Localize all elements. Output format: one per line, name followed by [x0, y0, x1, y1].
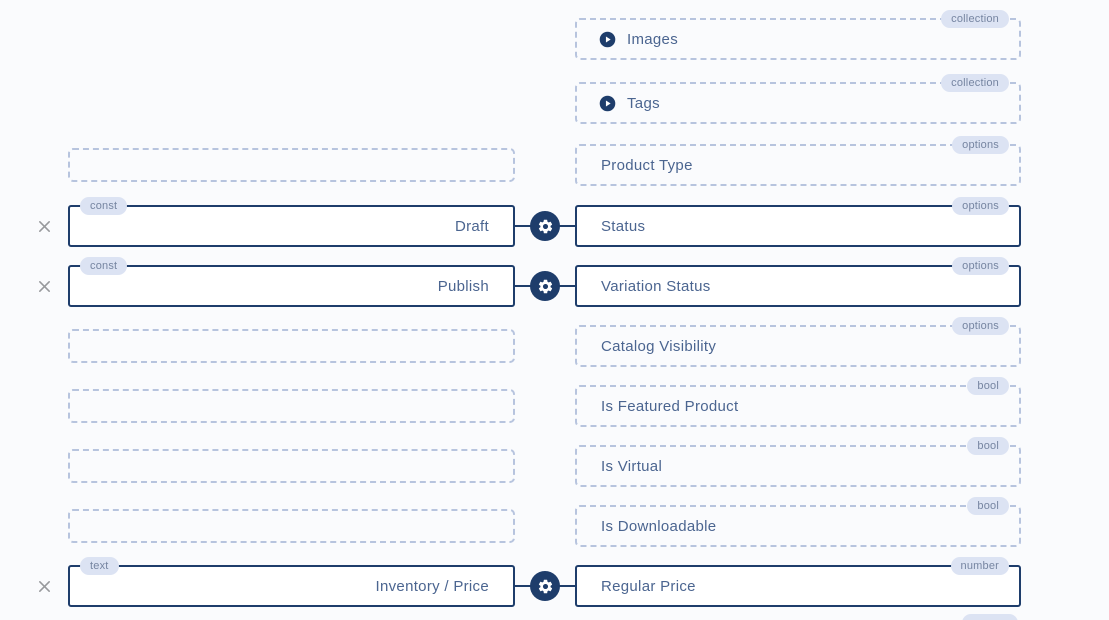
target-field-label: Images — [627, 30, 678, 48]
gear-button[interactable] — [530, 271, 560, 301]
target-field-regular-price[interactable]: Regular Price number — [575, 557, 1021, 607]
target-field-product-type[interactable]: Product Type options — [575, 136, 1021, 186]
mapping-row: Images collection — [0, 10, 1109, 66]
gear-icon — [538, 279, 552, 293]
mapping-row: const Draft Status options — [0, 197, 1109, 253]
mapping-row: text Inventory / Price Regular Price num… — [0, 557, 1109, 613]
source-type-badge: const — [80, 197, 128, 215]
target-field-label: Catalog Visibility — [601, 337, 717, 355]
field-type-badge: collection — [941, 74, 1009, 92]
source-value-box[interactable]: const Draft — [68, 197, 515, 247]
source-value-box[interactable]: const Publish — [68, 257, 515, 307]
target-field-status[interactable]: Status options — [575, 197, 1021, 247]
next-row-badge-partial — [962, 614, 1018, 620]
target-field-label: Product Type — [601, 156, 693, 174]
source-drop-zone[interactable] — [68, 449, 515, 483]
field-type-badge: options — [952, 317, 1009, 335]
target-field-variation-status[interactable]: Variation Status options — [575, 257, 1021, 307]
gear-button[interactable] — [530, 571, 560, 601]
mapping-row: const Publish Variation Status options — [0, 257, 1109, 313]
target-field-label: Tags — [627, 94, 660, 112]
target-field-label: Variation Status — [601, 277, 711, 295]
source-drop-zone[interactable] — [68, 329, 515, 363]
source-value: Inventory / Price — [375, 577, 489, 595]
source-drop-zone[interactable] — [68, 148, 515, 182]
target-field-is-downloadable[interactable]: Is Downloadable bool — [575, 497, 1021, 547]
gear-button[interactable] — [530, 211, 560, 241]
target-field-catalog-visibility[interactable]: Catalog Visibility options — [575, 317, 1021, 367]
remove-mapping-button[interactable] — [36, 578, 52, 594]
field-type-badge: bool — [967, 497, 1009, 515]
mapping-row: Tags collection — [0, 74, 1109, 130]
field-type-badge: options — [952, 257, 1009, 275]
target-field-tags[interactable]: Tags collection — [575, 74, 1021, 124]
mapping-row: Product Type options — [0, 136, 1109, 192]
source-type-badge: const — [80, 257, 128, 275]
remove-mapping-button[interactable] — [36, 218, 52, 234]
source-value: Draft — [454, 217, 489, 235]
target-field-label: Regular Price — [601, 577, 696, 595]
target-field-label: Is Downloadable — [601, 517, 717, 535]
target-field-is-virtual[interactable]: Is Virtual bool — [575, 437, 1021, 487]
mapping-row: Catalog Visibility options — [0, 317, 1109, 373]
field-type-badge: bool — [967, 377, 1009, 395]
target-field-label: Is Virtual — [601, 457, 663, 475]
source-value-box[interactable]: text Inventory / Price — [68, 557, 515, 607]
play-icon[interactable] — [599, 95, 616, 112]
mapping-row: Is Featured Product bool — [0, 377, 1109, 433]
field-type-badge: bool — [967, 437, 1009, 455]
remove-mapping-button[interactable] — [36, 278, 52, 294]
field-type-badge: options — [952, 136, 1009, 154]
mapping-row: Is Downloadable bool — [0, 497, 1109, 553]
play-icon[interactable] — [599, 31, 616, 48]
gear-icon — [538, 219, 552, 233]
source-value: Publish — [437, 277, 489, 295]
field-type-badge: collection — [941, 10, 1009, 28]
source-drop-zone[interactable] — [68, 509, 515, 543]
field-type-badge: options — [952, 197, 1009, 215]
target-field-label: Status — [601, 217, 646, 235]
target-field-images[interactable]: Images collection — [575, 10, 1021, 60]
target-field-label: Is Featured Product — [601, 397, 739, 415]
source-drop-zone[interactable] — [68, 389, 515, 423]
mapping-row: Is Virtual bool — [0, 437, 1109, 493]
target-field-is-featured-product[interactable]: Is Featured Product bool — [575, 377, 1021, 427]
field-type-badge: number — [950, 557, 1009, 575]
gear-icon — [538, 579, 552, 593]
source-type-badge: text — [80, 557, 119, 575]
